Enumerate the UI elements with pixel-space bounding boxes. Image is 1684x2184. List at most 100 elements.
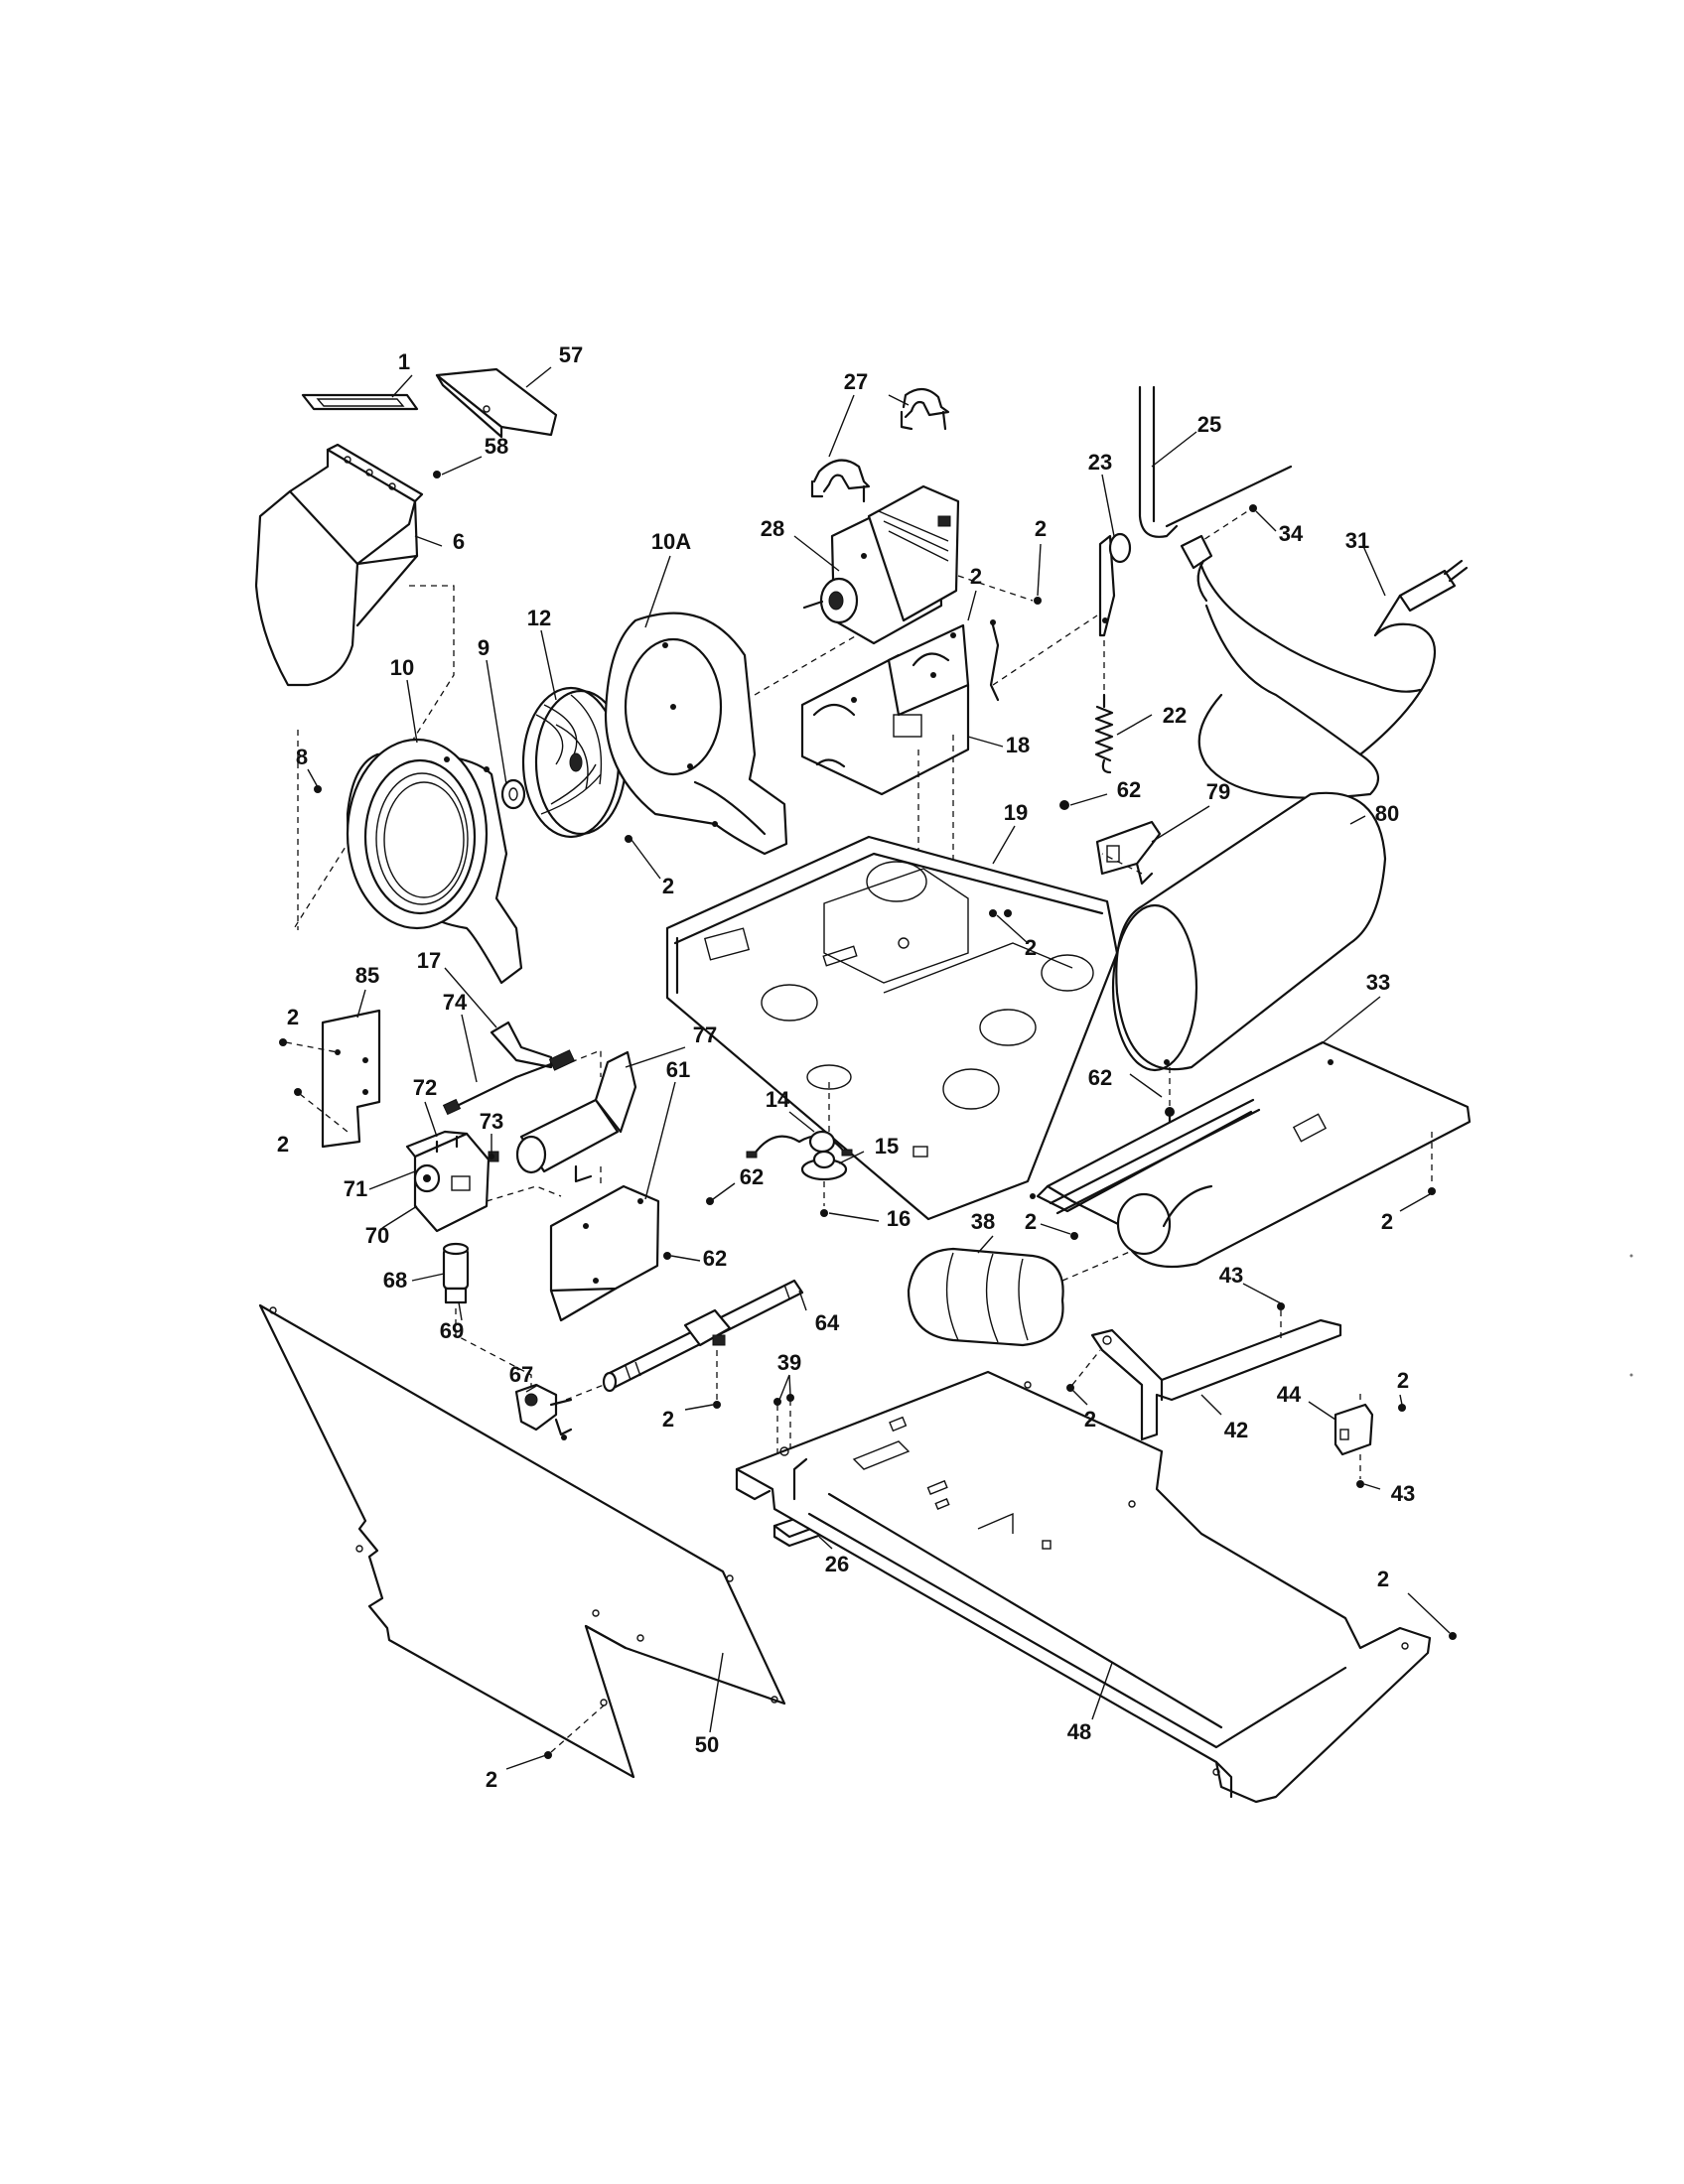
part-31-power-cord [1180, 534, 1469, 799]
callout-8: 8 [296, 745, 308, 769]
callout-2i: 2 [662, 1407, 674, 1432]
callout-26: 26 [825, 1552, 849, 1576]
dash-67-to-64 [565, 1384, 605, 1401]
callout-18: 18 [1006, 733, 1030, 757]
callout-2f: 2 [277, 1132, 289, 1157]
callout-2l: 2 [1377, 1567, 1389, 1591]
callout-27: 27 [844, 369, 868, 394]
part-77-burner [515, 1050, 637, 1183]
callout-2a: 2 [662, 874, 674, 898]
screw-43b [1356, 1480, 1364, 1488]
screw-43a [1277, 1302, 1285, 1310]
callout-6: 6 [453, 529, 465, 554]
callout-43b: 43 [1391, 1481, 1415, 1506]
callout-62c: 62 [740, 1164, 764, 1189]
screw-2f [294, 1088, 302, 1096]
callout-64: 64 [815, 1310, 840, 1335]
callout-50: 50 [695, 1732, 719, 1757]
callout-69: 69 [440, 1318, 464, 1343]
part-10-blower-housing [346, 738, 523, 985]
callout-23: 23 [1088, 450, 1112, 475]
screw-2e [279, 1038, 287, 1046]
screw-8 [314, 785, 322, 793]
callout-57: 57 [559, 342, 583, 367]
part-80-cylinder [1101, 791, 1387, 1072]
part-57-bracket [435, 367, 558, 439]
part-44-clip [1333, 1403, 1374, 1456]
screw-2b [1034, 597, 1042, 605]
part-38-elbow-duct [907, 1247, 1064, 1347]
leader-lines [307, 366, 1451, 1770]
callout-72: 72 [413, 1075, 437, 1100]
callout-34: 34 [1279, 521, 1304, 546]
callout-61: 61 [666, 1057, 690, 1082]
edge-marks [1629, 1254, 1633, 1377]
callout-12: 12 [527, 606, 551, 630]
screw-62d [663, 1252, 671, 1260]
callout-74: 74 [443, 990, 468, 1015]
callout-71: 71 [344, 1176, 367, 1201]
callout-2b: 2 [970, 564, 982, 589]
part-74-igniter-wire [442, 1049, 576, 1116]
dash-38-to-33 [1061, 1250, 1133, 1282]
dash-85-a [285, 1041, 339, 1053]
part-9-washer [500, 778, 526, 810]
dash-motor-to-2 [957, 575, 1034, 602]
dash-2c [992, 614, 1098, 686]
callout-58: 58 [485, 434, 508, 459]
callout-10A: 10A [651, 529, 691, 554]
part-15-thermostat-base [800, 1150, 848, 1181]
screw-2i [713, 1401, 721, 1409]
part-39-screws [773, 1394, 794, 1454]
callout-9: 9 [478, 635, 490, 660]
screw-62a [1059, 800, 1069, 810]
callout-42: 42 [1224, 1418, 1248, 1442]
screw-73 [489, 1154, 494, 1160]
screw-2g [1428, 1187, 1436, 1195]
screw-16 [820, 1209, 828, 1217]
screw-2m [544, 1751, 552, 1759]
callout-1: 1 [398, 349, 410, 374]
callout-62b: 62 [1088, 1065, 1112, 1090]
part-61-bracket [549, 1166, 660, 1322]
screw-2l [1449, 1632, 1457, 1640]
dash-74-to-77 [570, 1049, 602, 1077]
dash-70-to-61 [486, 1185, 562, 1202]
callout-10: 10 [390, 655, 414, 680]
dash-10A-to-28 [754, 624, 875, 696]
part-28-drive-motor [802, 484, 960, 645]
callout-62a: 62 [1117, 777, 1141, 802]
part-33-heater-channel [1030, 1040, 1472, 1269]
callout-80: 80 [1375, 801, 1399, 826]
callout-14: 14 [766, 1087, 790, 1112]
callout-2j: 2 [1397, 1368, 1409, 1393]
part-23-idler-arm [1098, 532, 1132, 637]
callout-85: 85 [355, 963, 379, 988]
part-68-orifice [442, 1242, 470, 1304]
dash-50-screw [550, 1705, 605, 1753]
screw-2a [625, 835, 632, 843]
callout-22: 22 [1163, 703, 1187, 728]
callout-2d: 2 [1025, 935, 1037, 960]
callout-73: 73 [480, 1109, 503, 1134]
callout-31: 31 [1345, 528, 1369, 553]
dash-69-to-67 [455, 1308, 532, 1390]
callout-28: 28 [761, 516, 784, 541]
screw-2j [1398, 1404, 1406, 1412]
callout-2c: 2 [1035, 516, 1047, 541]
callout-19: 19 [1004, 800, 1028, 825]
part-67-union [514, 1383, 573, 1440]
callout-2k: 2 [1084, 1407, 1096, 1432]
callout-2m: 2 [486, 1767, 497, 1792]
part-42-support-rail [1090, 1318, 1342, 1441]
screw-2d [989, 909, 997, 917]
callout-17: 17 [417, 948, 441, 973]
part-17-bracket [490, 1021, 553, 1069]
callout-43a: 43 [1219, 1263, 1243, 1288]
callout-33: 33 [1366, 970, 1390, 995]
part-22-idler-spring [1094, 693, 1114, 774]
callout-2g: 2 [1025, 1209, 1037, 1234]
callout-68: 68 [383, 1268, 407, 1293]
part-48-base-frame [735, 1370, 1432, 1804]
callout-labels: 1 57 58 6 10A 12 10 9 8 2 27 28 2 2 18 1… [277, 342, 1415, 1792]
